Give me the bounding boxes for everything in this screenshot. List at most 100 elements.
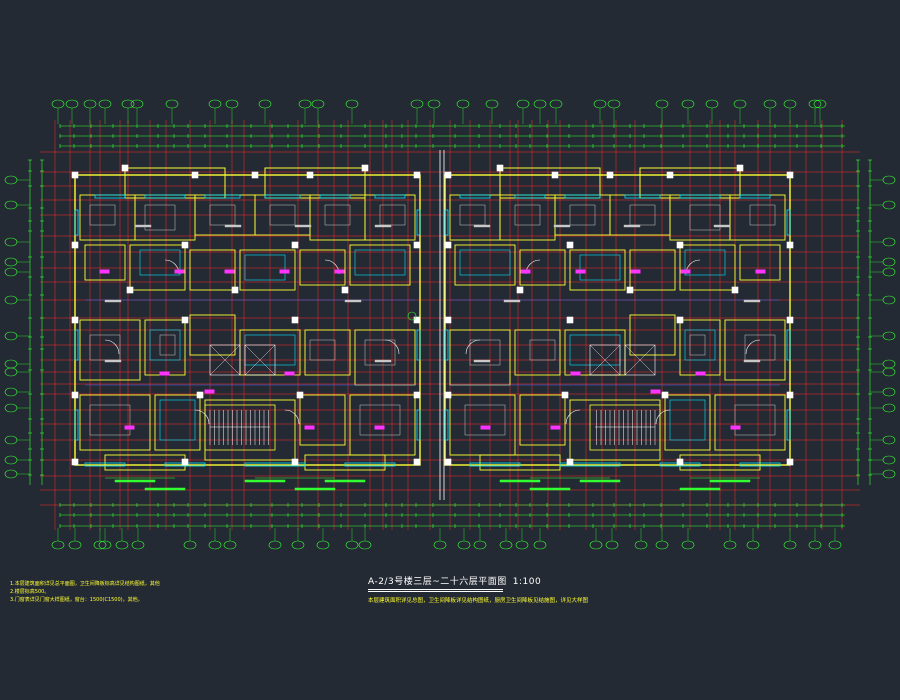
- axis-bubble: [268, 540, 282, 550]
- interior-wall: [714, 394, 786, 451]
- structural-column: [413, 171, 421, 179]
- furniture-outline: [89, 334, 121, 361]
- axis-bubble: [4, 469, 18, 479]
- interior-wall: [349, 244, 411, 286]
- stair-core: [204, 404, 276, 451]
- window-opening: [459, 194, 491, 199]
- furniture-outline: [159, 334, 176, 356]
- axis-bubble: [515, 540, 529, 550]
- axis-bubble: [291, 540, 305, 550]
- room-tag: [279, 269, 290, 274]
- interior-wall: [364, 194, 416, 241]
- furniture-outline: [364, 339, 396, 366]
- interior-wall: [679, 319, 721, 376]
- structural-column: [251, 171, 259, 179]
- interior-wall: [189, 249, 236, 291]
- room-tag: [284, 371, 295, 376]
- interior-wall: [304, 454, 386, 471]
- cyan-partition: [244, 254, 286, 281]
- window-opening: [74, 329, 79, 361]
- structural-column: [566, 458, 574, 466]
- structural-column: [231, 286, 239, 294]
- room-tag: [204, 389, 215, 394]
- axis-bubble: [223, 540, 237, 550]
- room-tag: [650, 389, 661, 394]
- axis-bubble: [882, 403, 896, 413]
- cyan-partition: [149, 329, 181, 361]
- window-opening: [416, 409, 421, 441]
- interior-wall: [84, 244, 126, 281]
- structural-column: [786, 316, 794, 324]
- axis-bubble: [533, 99, 547, 109]
- structural-column: [566, 316, 574, 324]
- interior-wall: [724, 319, 786, 381]
- door-swing: [465, 339, 481, 355]
- annotation-text-mark: [579, 479, 621, 483]
- furniture-outline: [209, 204, 236, 226]
- furniture-outline: [734, 404, 776, 436]
- drawing-notes: 1.本层建筑面积详见总平面图，卫生间降板标高详见结构图纸，其他 2.楼层标高50…: [10, 580, 210, 604]
- axis-bubble: [882, 200, 896, 210]
- interior-wall: [79, 394, 151, 451]
- elevator-cross: [244, 344, 276, 376]
- axis-bubble: [763, 99, 777, 109]
- structural-column: [444, 241, 452, 249]
- interior-wall: [519, 249, 566, 286]
- axis-bubble: [607, 99, 621, 109]
- title-underline: [368, 589, 503, 590]
- window-opening: [344, 462, 396, 467]
- structural-column: [676, 458, 684, 466]
- cyan-partition: [139, 249, 181, 276]
- axis-bubble: [4, 257, 18, 267]
- annotation-text-mark: [324, 479, 366, 483]
- axis-bubble: [723, 540, 737, 550]
- elevator-shaft: [244, 344, 276, 376]
- structural-column: [126, 286, 134, 294]
- axis-bubble: [165, 99, 179, 109]
- room-label-mark: [104, 359, 122, 363]
- axis-bubble: [51, 99, 65, 109]
- axis-bubble: [783, 99, 797, 109]
- axis-bubble: [882, 367, 896, 377]
- interior-wall: [104, 454, 186, 471]
- room-tag: [99, 269, 110, 274]
- furniture-outline: [514, 204, 541, 226]
- axis-bubble: [98, 99, 112, 109]
- room-label-mark: [374, 224, 392, 228]
- interior-wall: [299, 394, 346, 446]
- cyan-partition: [684, 249, 726, 276]
- room-tag: [575, 269, 586, 274]
- interior-wall: [129, 244, 186, 291]
- room-tag: [695, 371, 706, 376]
- window-opening: [74, 409, 79, 441]
- axis-bubble: [358, 540, 372, 550]
- balcony-wall: [499, 167, 601, 199]
- balcony-wall: [264, 167, 366, 199]
- furniture-outline: [324, 204, 351, 226]
- axis-bubble: [882, 435, 896, 445]
- axis-bubble: [4, 387, 18, 397]
- interior-wall: [189, 314, 236, 356]
- structural-column: [181, 458, 189, 466]
- furniture-outline: [744, 334, 776, 361]
- axis-bubble: [51, 540, 65, 550]
- room-label-mark: [473, 224, 491, 228]
- axis-bubble: [533, 540, 547, 550]
- furniture-outline: [529, 339, 556, 361]
- room-tag: [159, 371, 170, 376]
- room-tag: [304, 425, 315, 430]
- window-opening: [416, 329, 421, 361]
- window-opening: [204, 194, 241, 199]
- interior-wall: [669, 194, 731, 241]
- furniture-outline: [89, 204, 116, 226]
- axis-bubble: [65, 99, 79, 109]
- note-line: 3.门窗表详见门窗大样图纸，窗台：1500(C1500)，其他。: [10, 597, 143, 603]
- structural-column: [291, 241, 299, 249]
- furniture-outline: [689, 334, 706, 356]
- axis-bubble: [882, 455, 896, 465]
- door-swing: [104, 339, 120, 355]
- structural-column: [444, 316, 452, 324]
- furniture-outline: [464, 404, 506, 436]
